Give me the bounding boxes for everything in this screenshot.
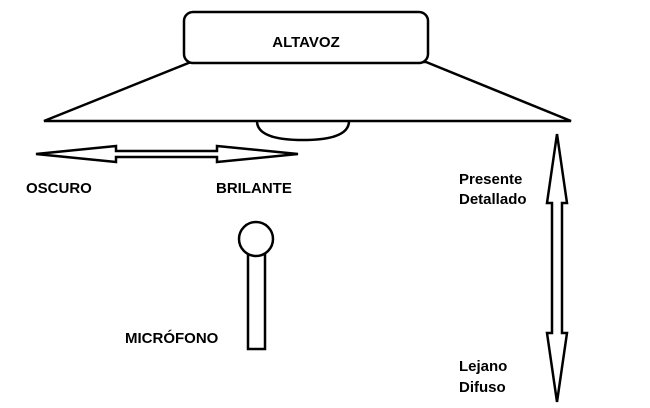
present-label-line1: Presente (459, 171, 522, 188)
speaker: ALTAVOZ (43, 10, 572, 142)
speaker-label: ALTAVOZ (272, 34, 340, 51)
far-label-line1: Lejano (459, 358, 507, 375)
tone-axis-arrow (35, 144, 299, 164)
dark-label: OSCURO (26, 180, 92, 197)
vertical-double-arrow (545, 133, 569, 403)
microphone-head (237, 220, 275, 258)
microphone-label: MICRÓFONO (125, 329, 219, 347)
speaker-dispersion-trapezoid (43, 60, 572, 123)
bright-label: BRILANTE (216, 180, 292, 197)
far-label-line2: Difuso (459, 379, 506, 396)
speaker-cone-arc (255, 120, 351, 142)
horizontal-double-arrow (35, 144, 299, 164)
microphone (237, 220, 275, 351)
present-label-line2: Detallado (459, 191, 527, 208)
speaker-box (182, 10, 430, 65)
microphone-body (246, 249, 267, 351)
distance-axis-arrow (545, 133, 569, 403)
